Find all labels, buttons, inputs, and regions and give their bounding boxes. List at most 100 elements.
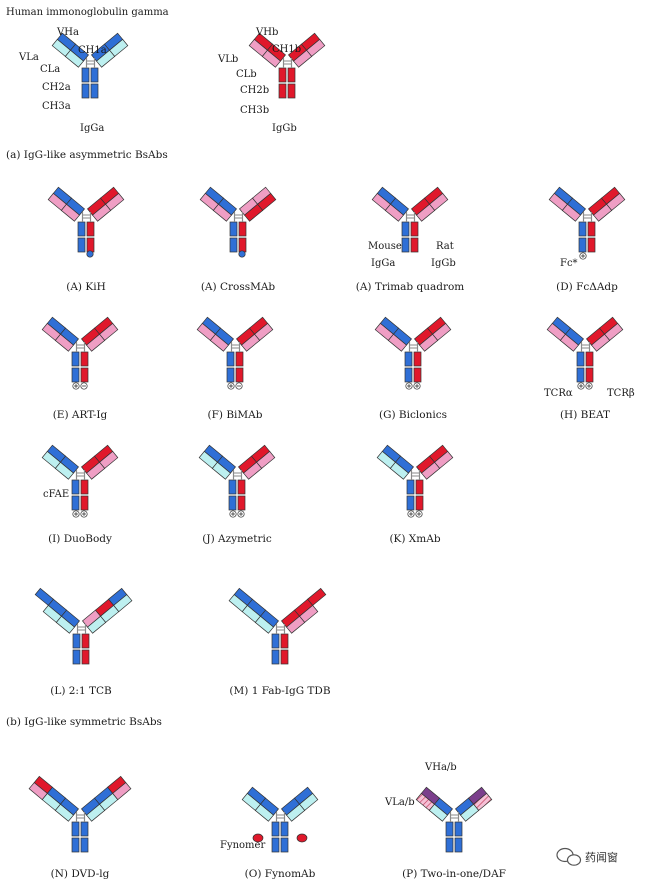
label-ch1b: CH1b: [272, 44, 301, 55]
watermark-text: 药闻窗: [585, 850, 618, 864]
charge-marker: [238, 250, 246, 258]
ch3-domain: [86, 237, 95, 253]
watermark: 药闻窗: [556, 847, 618, 866]
ch3-domain: [454, 837, 463, 853]
ch2-domain: [287, 67, 296, 83]
ch2-domain: [271, 633, 280, 649]
section-asymmetric: (a) IgG-like asymmetric BsAbs: [6, 149, 168, 161]
ch3-domain: [587, 237, 596, 253]
ch2-domain: [80, 351, 89, 367]
caption-two-in-one: (P) Two-in-one/DAF: [402, 868, 506, 880]
label-clb: CLb: [236, 69, 257, 80]
vl-domain: [196, 322, 216, 341]
ch3-domain: [410, 237, 419, 253]
charge-marker: [86, 250, 94, 258]
header-title: Human immonoglobulin gamma: [6, 7, 169, 18]
vl-domain: [604, 322, 624, 341]
label-ch3b: CH3b: [240, 105, 269, 116]
antibody-xmab: [376, 444, 454, 518]
ch2-domain: [454, 821, 463, 837]
annotation-mouse-igga: IgGa: [371, 258, 395, 269]
caption-2to1-tcb: (L) 2:1 TCB: [50, 685, 112, 697]
caption-azymetric: (J) Azymetric: [202, 533, 272, 545]
vl-domain: [248, 38, 268, 57]
ch2-domain: [237, 479, 246, 495]
vl-domain: [47, 192, 67, 211]
ch2-domain: [77, 221, 86, 237]
ch2-domain: [401, 221, 410, 237]
vh2-domain: [307, 587, 327, 606]
ch3-domain: [401, 237, 410, 253]
label-cla: CLa: [40, 64, 60, 75]
ch3-domain: [280, 649, 289, 665]
label-iggb: IgGb: [272, 123, 297, 134]
antibody-beat: [546, 316, 624, 390]
antibody-trimab: [371, 186, 449, 253]
vl-domain: [606, 192, 626, 211]
ch2-domain: [71, 351, 80, 367]
antibody-kih: [47, 186, 125, 258]
vl-domain: [105, 192, 125, 211]
ch2-domain: [81, 633, 90, 649]
ch3-domain: [271, 837, 280, 853]
antibody-fynomab: [241, 786, 319, 853]
caption-biclonics: (G) Biclonics: [379, 409, 447, 421]
ch3-domain: [235, 367, 244, 383]
ch2-domain: [278, 67, 287, 83]
vl-domain: [376, 450, 396, 469]
antibody-art-ig: [41, 316, 119, 390]
antibody-dvd-ig: [28, 775, 132, 853]
annotation-rat-iggb: IgGb: [431, 258, 456, 269]
label-igga: IgGa: [80, 123, 104, 134]
ch2-domain: [229, 221, 238, 237]
vl-domain: [51, 38, 71, 57]
caption-art-ig: (E) ART-Ig: [53, 409, 108, 421]
vl-domain: [41, 322, 61, 341]
ch3-domain: [71, 837, 80, 853]
ch3-domain: [406, 495, 415, 511]
caption-beat: (H) BEAT: [560, 409, 610, 421]
label-ch3a: CH3a: [42, 101, 71, 112]
vl-domain: [434, 450, 454, 469]
ch3-domain: [226, 367, 235, 383]
label-vha: VHa: [56, 27, 79, 38]
label-vla: VLa: [18, 52, 39, 63]
ch3-domain: [445, 837, 454, 853]
ch2-domain: [445, 821, 454, 837]
vl2-domain: [28, 782, 48, 801]
vl-domain: [199, 192, 219, 211]
vl-domain: [299, 604, 319, 623]
ch2-domain: [71, 821, 80, 837]
vl-domain: [299, 792, 319, 811]
caption-fab-igg-tdb: (M) 1 Fab-IgG TDB: [229, 685, 330, 697]
label-vlb: VLb: [217, 54, 238, 65]
ch3-domain: [71, 495, 80, 511]
caption-trimab: (A) Trimab quadrom: [356, 281, 465, 293]
ch3-domain: [278, 83, 287, 99]
antibody-two-in-one: [415, 786, 493, 853]
ch3-domain: [415, 495, 424, 511]
ch3-domain: [81, 83, 90, 99]
vl2-domain: [228, 594, 248, 613]
ch2-domain: [81, 67, 90, 83]
caption-fynomab: (O) FynomAb: [245, 868, 316, 880]
ch2-domain: [228, 479, 237, 495]
antibody-drawings: [28, 32, 626, 853]
ch3-domain: [80, 367, 89, 383]
ch2-domain: [90, 67, 99, 83]
ch2-domain: [410, 221, 419, 237]
caption-fcdeltaadp: (D) FcΔAdp: [556, 281, 618, 293]
antibody-duobody: [41, 444, 119, 518]
annotation-tcr-alpha: TCRα: [544, 388, 573, 399]
ch3-domain: [287, 83, 296, 99]
ch3-domain: [280, 837, 289, 853]
caption-xmab: (K) XmAb: [389, 533, 440, 545]
annotation-vhab: VHa/b: [424, 762, 457, 773]
vl-domain: [41, 450, 61, 469]
label-ch2b: CH2b: [240, 85, 269, 96]
ch3-domain: [72, 649, 81, 665]
antibody-biclonics: [374, 316, 452, 390]
ch2-domain: [72, 633, 81, 649]
ch2-domain: [585, 351, 594, 367]
